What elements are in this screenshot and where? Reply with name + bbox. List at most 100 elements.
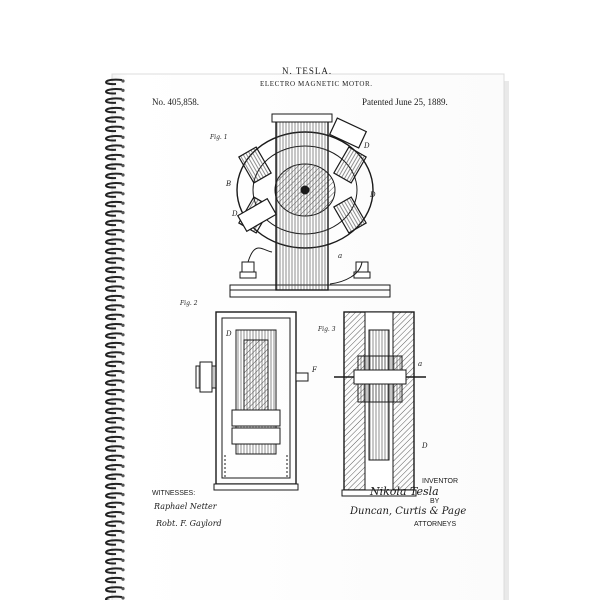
spiral-coil <box>105 388 123 396</box>
spiral-hole <box>121 107 125 111</box>
svg-text:F: F <box>311 366 318 374</box>
spiral-hole <box>121 79 125 83</box>
attorneys-label: ATTORNEYS <box>414 521 457 528</box>
spiral-coil <box>105 435 123 443</box>
svg-text:D: D <box>421 442 428 450</box>
svg-text:a: a <box>418 360 422 368</box>
spiral-hole <box>121 436 125 440</box>
spiral-coil <box>105 266 123 274</box>
spiral-coil <box>105 351 123 358</box>
witness-signature-1: Raphael Netter <box>154 502 217 511</box>
spiral-coil <box>105 445 123 452</box>
spiral-coil <box>105 511 123 518</box>
spiral-hole <box>121 427 125 431</box>
spiral-hole <box>121 596 125 600</box>
spiral-hole <box>121 408 125 412</box>
spiral-coil <box>105 370 123 377</box>
svg-text:a: a <box>338 252 342 260</box>
spiral-hole <box>121 220 125 224</box>
spiral-hole <box>121 239 125 243</box>
fig1-drawing <box>229 113 391 298</box>
spiral-hole <box>121 98 125 102</box>
spiral-coil <box>105 464 123 471</box>
spiral-coil <box>105 379 123 386</box>
spiral-hole <box>121 126 125 130</box>
spiral-hole <box>121 417 125 421</box>
spiral-coil <box>105 78 123 86</box>
spiral-coil <box>105 407 123 415</box>
spiral-coil <box>105 210 123 217</box>
spiral-hole <box>121 502 125 506</box>
spiral-hole <box>121 455 125 459</box>
spiral-hole <box>121 511 125 515</box>
spiral-coil <box>105 219 123 227</box>
fig2-drawing <box>195 311 309 491</box>
spiral-hole <box>121 568 125 572</box>
spiral-coil <box>105 586 123 593</box>
spiral-hole <box>121 493 125 497</box>
spiral-coil <box>105 341 123 349</box>
spiral-hole <box>121 361 125 365</box>
figure-label-3: Fig. 3 <box>318 326 336 333</box>
figure-label-1: Fig. 1 <box>210 134 228 141</box>
spiral-hole <box>121 248 125 252</box>
spiral-coil <box>105 97 123 104</box>
spiral-coil <box>105 426 123 433</box>
spiral-hole <box>121 286 125 290</box>
spiral-hole <box>121 192 125 196</box>
spiral-hole <box>121 380 125 384</box>
spiral-hole <box>121 530 125 534</box>
spiral-coil <box>105 238 123 245</box>
svg-text:D: D <box>363 142 370 150</box>
inventor-label: INVENTOR <box>422 478 459 485</box>
spiral-hole <box>121 577 125 581</box>
spiral-coil <box>105 191 123 198</box>
figure-label-2: Fig. 2 <box>180 300 198 307</box>
spiral-coil <box>105 323 123 330</box>
spiral-coil <box>105 229 123 236</box>
spiral-hole <box>121 389 125 393</box>
svg-text:B: B <box>225 180 231 188</box>
spiral-coil <box>105 567 123 574</box>
spiral-coil <box>105 200 123 208</box>
spiral-hole <box>121 88 125 92</box>
spiral-hole <box>121 474 125 478</box>
inventor-signature: Nikola Tesla <box>370 485 439 498</box>
spiral-coil <box>105 482 123 490</box>
svg-text:D: D <box>225 330 232 338</box>
spiral-hole <box>121 342 125 346</box>
spiral-coil <box>105 492 123 499</box>
spiral-hole <box>121 117 125 121</box>
spiral-coil <box>105 398 123 405</box>
spiral-coil <box>105 294 123 302</box>
spiral-coil <box>105 125 123 133</box>
spiral-hole <box>121 333 125 337</box>
svg-text:D: D <box>369 191 376 199</box>
spiral-coil <box>105 548 123 556</box>
spiral-hole <box>121 164 125 168</box>
spiral-coil <box>105 247 123 255</box>
spiral-coil <box>105 304 123 311</box>
spiral-hole <box>121 370 125 374</box>
spiral-coil <box>105 182 123 189</box>
spiral-coil <box>105 135 123 142</box>
spiral-coil <box>105 88 123 95</box>
spiral-coil <box>105 417 123 424</box>
spiral-coil <box>105 257 123 264</box>
attorneys-signature: Duncan, Curtis & Page <box>350 506 467 517</box>
spiral-hole <box>121 323 125 327</box>
spiral-coil <box>105 576 123 584</box>
patent-inventor-name: N. TESLA. <box>282 66 333 76</box>
spiral-hole <box>121 267 125 271</box>
spiral-hole <box>121 521 125 525</box>
spiral-coil <box>105 276 123 283</box>
spiral-hole <box>121 483 125 487</box>
spiral-coil <box>105 539 123 546</box>
spiral-coil <box>105 454 123 462</box>
spiral-coil <box>105 313 123 321</box>
spiral-coil <box>105 163 123 170</box>
witness-signature-2: Robt. F. Gaylord <box>156 519 222 528</box>
spiral-coil <box>105 116 123 123</box>
spiral-coil <box>105 473 123 480</box>
